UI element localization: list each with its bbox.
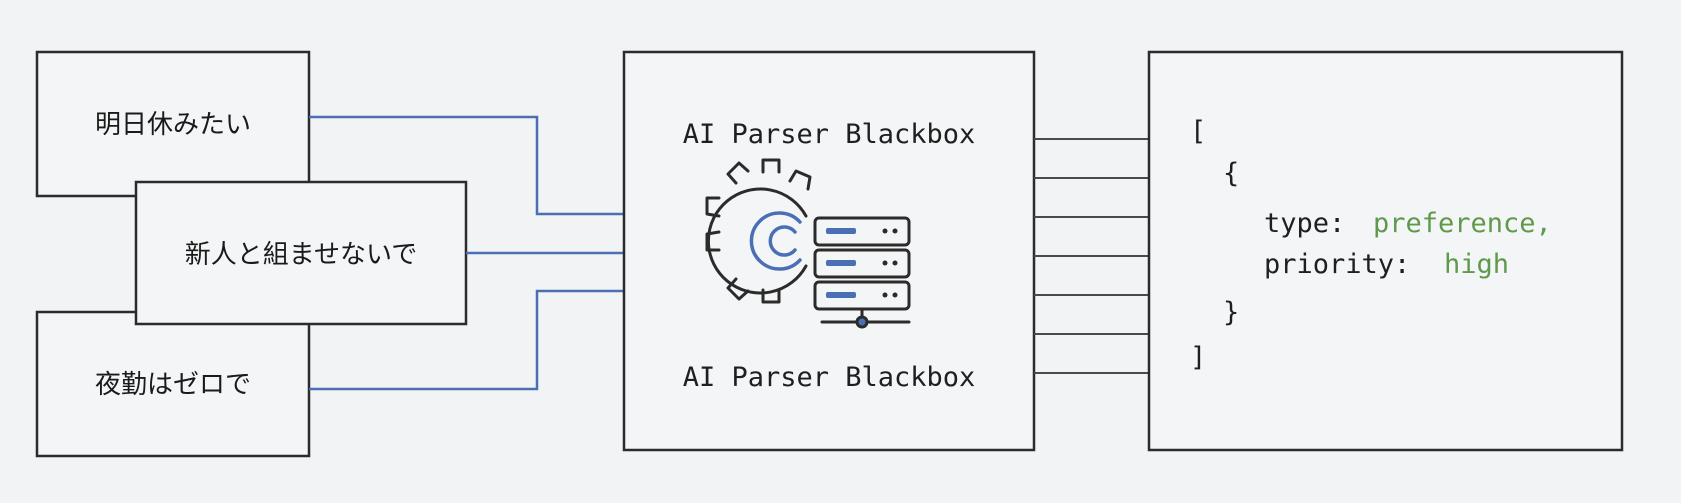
output-box: [ { type: preference, priority: high } ] xyxy=(1147,50,1624,452)
json-priority-value: high xyxy=(1444,249,1509,280)
input-text-2: 新人と組ませないで xyxy=(185,240,417,270)
json-type-value: preference, xyxy=(1373,208,1552,239)
input-box-1-frame xyxy=(35,50,311,198)
input-box-1: 明日休みたい xyxy=(35,50,311,198)
connector-input-3 xyxy=(309,289,624,391)
input-box-2: 新人と組ませないで xyxy=(134,180,468,326)
input-box-3-frame xyxy=(35,310,311,458)
json-close-brace: } xyxy=(1223,297,1239,328)
json-open-brace: { xyxy=(1223,158,1239,189)
gear-icon xyxy=(705,158,812,304)
json-priority-key: priority: xyxy=(1264,249,1410,280)
gear-server-icon xyxy=(705,158,911,329)
input-box-2-frame xyxy=(134,180,468,326)
json-type-key: type: xyxy=(1264,208,1345,239)
input-text-3: 夜勤はゼロで xyxy=(95,370,251,400)
input-text-1: 明日休みたい xyxy=(95,110,251,140)
connector-input-1 xyxy=(309,115,624,216)
parser-title-top: AI Parser Blackbox xyxy=(683,119,976,150)
output-box-frame xyxy=(1147,50,1624,452)
json-open-bracket: [ xyxy=(1190,116,1206,147)
server-icon xyxy=(813,216,911,329)
json-close-bracket: ] xyxy=(1190,342,1206,373)
parser-box: AI Parser Blackbox AI Parser Blackbox xyxy=(622,50,1036,452)
input-box-3: 夜勤はゼロで xyxy=(35,310,311,458)
parser-title-bottom: AI Parser Blackbox xyxy=(683,362,976,393)
